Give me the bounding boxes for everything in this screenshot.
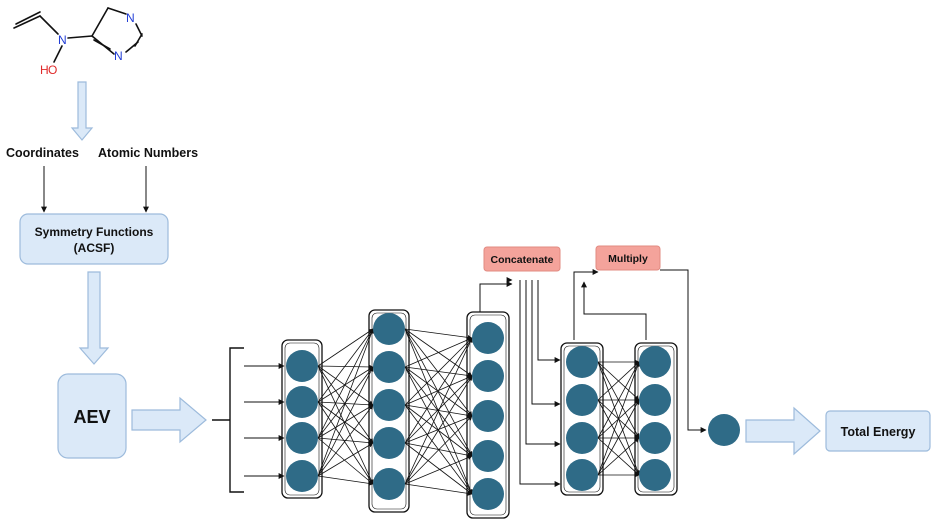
arrow-to-total-energy [745,406,821,456]
layer-frame-inner-1 [284,342,320,496]
connection-edge [317,366,374,477]
layer-frames [281,309,678,519]
connection-edge [317,442,374,477]
symmetry-functions-box: Symmetry Functions (ACSF) [19,213,169,265]
neuron-node [639,422,671,454]
layer-frame-inner-5 [637,345,675,493]
atomic-numbers-label: Atomic Numbers [98,146,198,160]
neuron-node [639,384,671,416]
layer-frame-4 [560,342,604,496]
layer-frame-1 [281,339,323,499]
multiply-label: Multiply [608,253,648,265]
atom-n-ring-top: N [126,11,135,25]
neuron-node [373,468,405,500]
output-node [708,414,740,446]
neuron-node [639,459,671,491]
neuron-node [286,422,318,454]
symmetry-functions-label: Symmetry Functions [35,225,154,239]
layer-frame-2 [368,309,410,513]
connection-edge [404,375,473,485]
neuron-node [373,313,405,345]
total-energy-label: Total Energy [841,425,916,439]
connection-edge [404,337,473,406]
input-arrows [244,363,285,479]
neuron-node [373,427,405,459]
connection-edge [404,455,473,485]
coordinates-label: Coordinates [6,146,79,160]
atom-n-ring-bottom: N [114,49,123,63]
aev-box: AEV [57,373,127,459]
atom-o: O [48,63,57,77]
connection-edge [404,328,473,457]
connection-edge [317,365,374,444]
layer-frame-5 [634,342,678,496]
connection-edge [404,337,473,368]
arrow-aev-to-network [131,396,207,444]
connection-edge [317,437,374,485]
connection-edge [404,442,473,495]
neuron-node [566,346,598,378]
routing-lines [479,269,707,487]
connection-edge [317,365,374,485]
connection-edge [317,328,374,403]
concatenate-box: Concatenate [483,246,561,272]
neuron-node [566,459,598,491]
connection-edge [317,404,374,477]
neuron-node [472,360,504,392]
arrow-molecule-to-inputs [70,81,94,141]
neuron-node [286,386,318,418]
connection-edge [597,361,640,476]
arrow-symmetry-to-aev [78,271,110,365]
neuron-node [472,478,504,510]
neuron-node [566,422,598,454]
input-bracket [212,347,244,493]
connection-edge [404,366,473,417]
connection-edge [404,483,473,496]
neuron-node [286,460,318,492]
connection-edge [317,328,374,439]
connection-edge [404,415,473,485]
connection-edge [317,328,374,477]
network-nodes [286,313,740,510]
neuron-node [472,322,504,354]
connection-edge [404,328,473,340]
acsf-label: (ACSF) [74,241,115,255]
connection-edge [317,365,374,406]
connection-edge [404,328,473,417]
connection-edge [597,437,640,476]
neuron-node [373,351,405,383]
network-connections [317,328,640,496]
connection-edge [404,375,473,444]
connection-edge [317,328,374,367]
connection-edge [317,366,374,403]
aev-label: AEV [73,407,110,427]
atom-n-amine: N [58,33,67,47]
concatenate-label: Concatenate [490,254,553,266]
connection-edge [317,364,374,370]
connection-edge [597,361,640,439]
connection-edge [317,401,374,485]
neuron-node [639,346,671,378]
neuron-node [373,389,405,421]
connection-edge [597,361,640,401]
neuron-node [472,400,504,432]
multiply-box: Multiply [595,245,661,271]
connection-edge [597,399,640,476]
molecule-structure: N N N H O [13,7,143,77]
neuron-node [566,384,598,416]
total-energy-box: Total Energy [825,410,931,452]
connection-edge [317,475,374,486]
neuron-node [472,440,504,472]
connection-edge [404,337,473,485]
layer-frame-inner-3 [469,314,507,516]
atom-h: H [40,63,49,77]
layer-frame-3 [466,311,510,519]
neuron-node [286,350,318,382]
connection-edge [404,337,473,444]
connection-edge [317,401,374,444]
